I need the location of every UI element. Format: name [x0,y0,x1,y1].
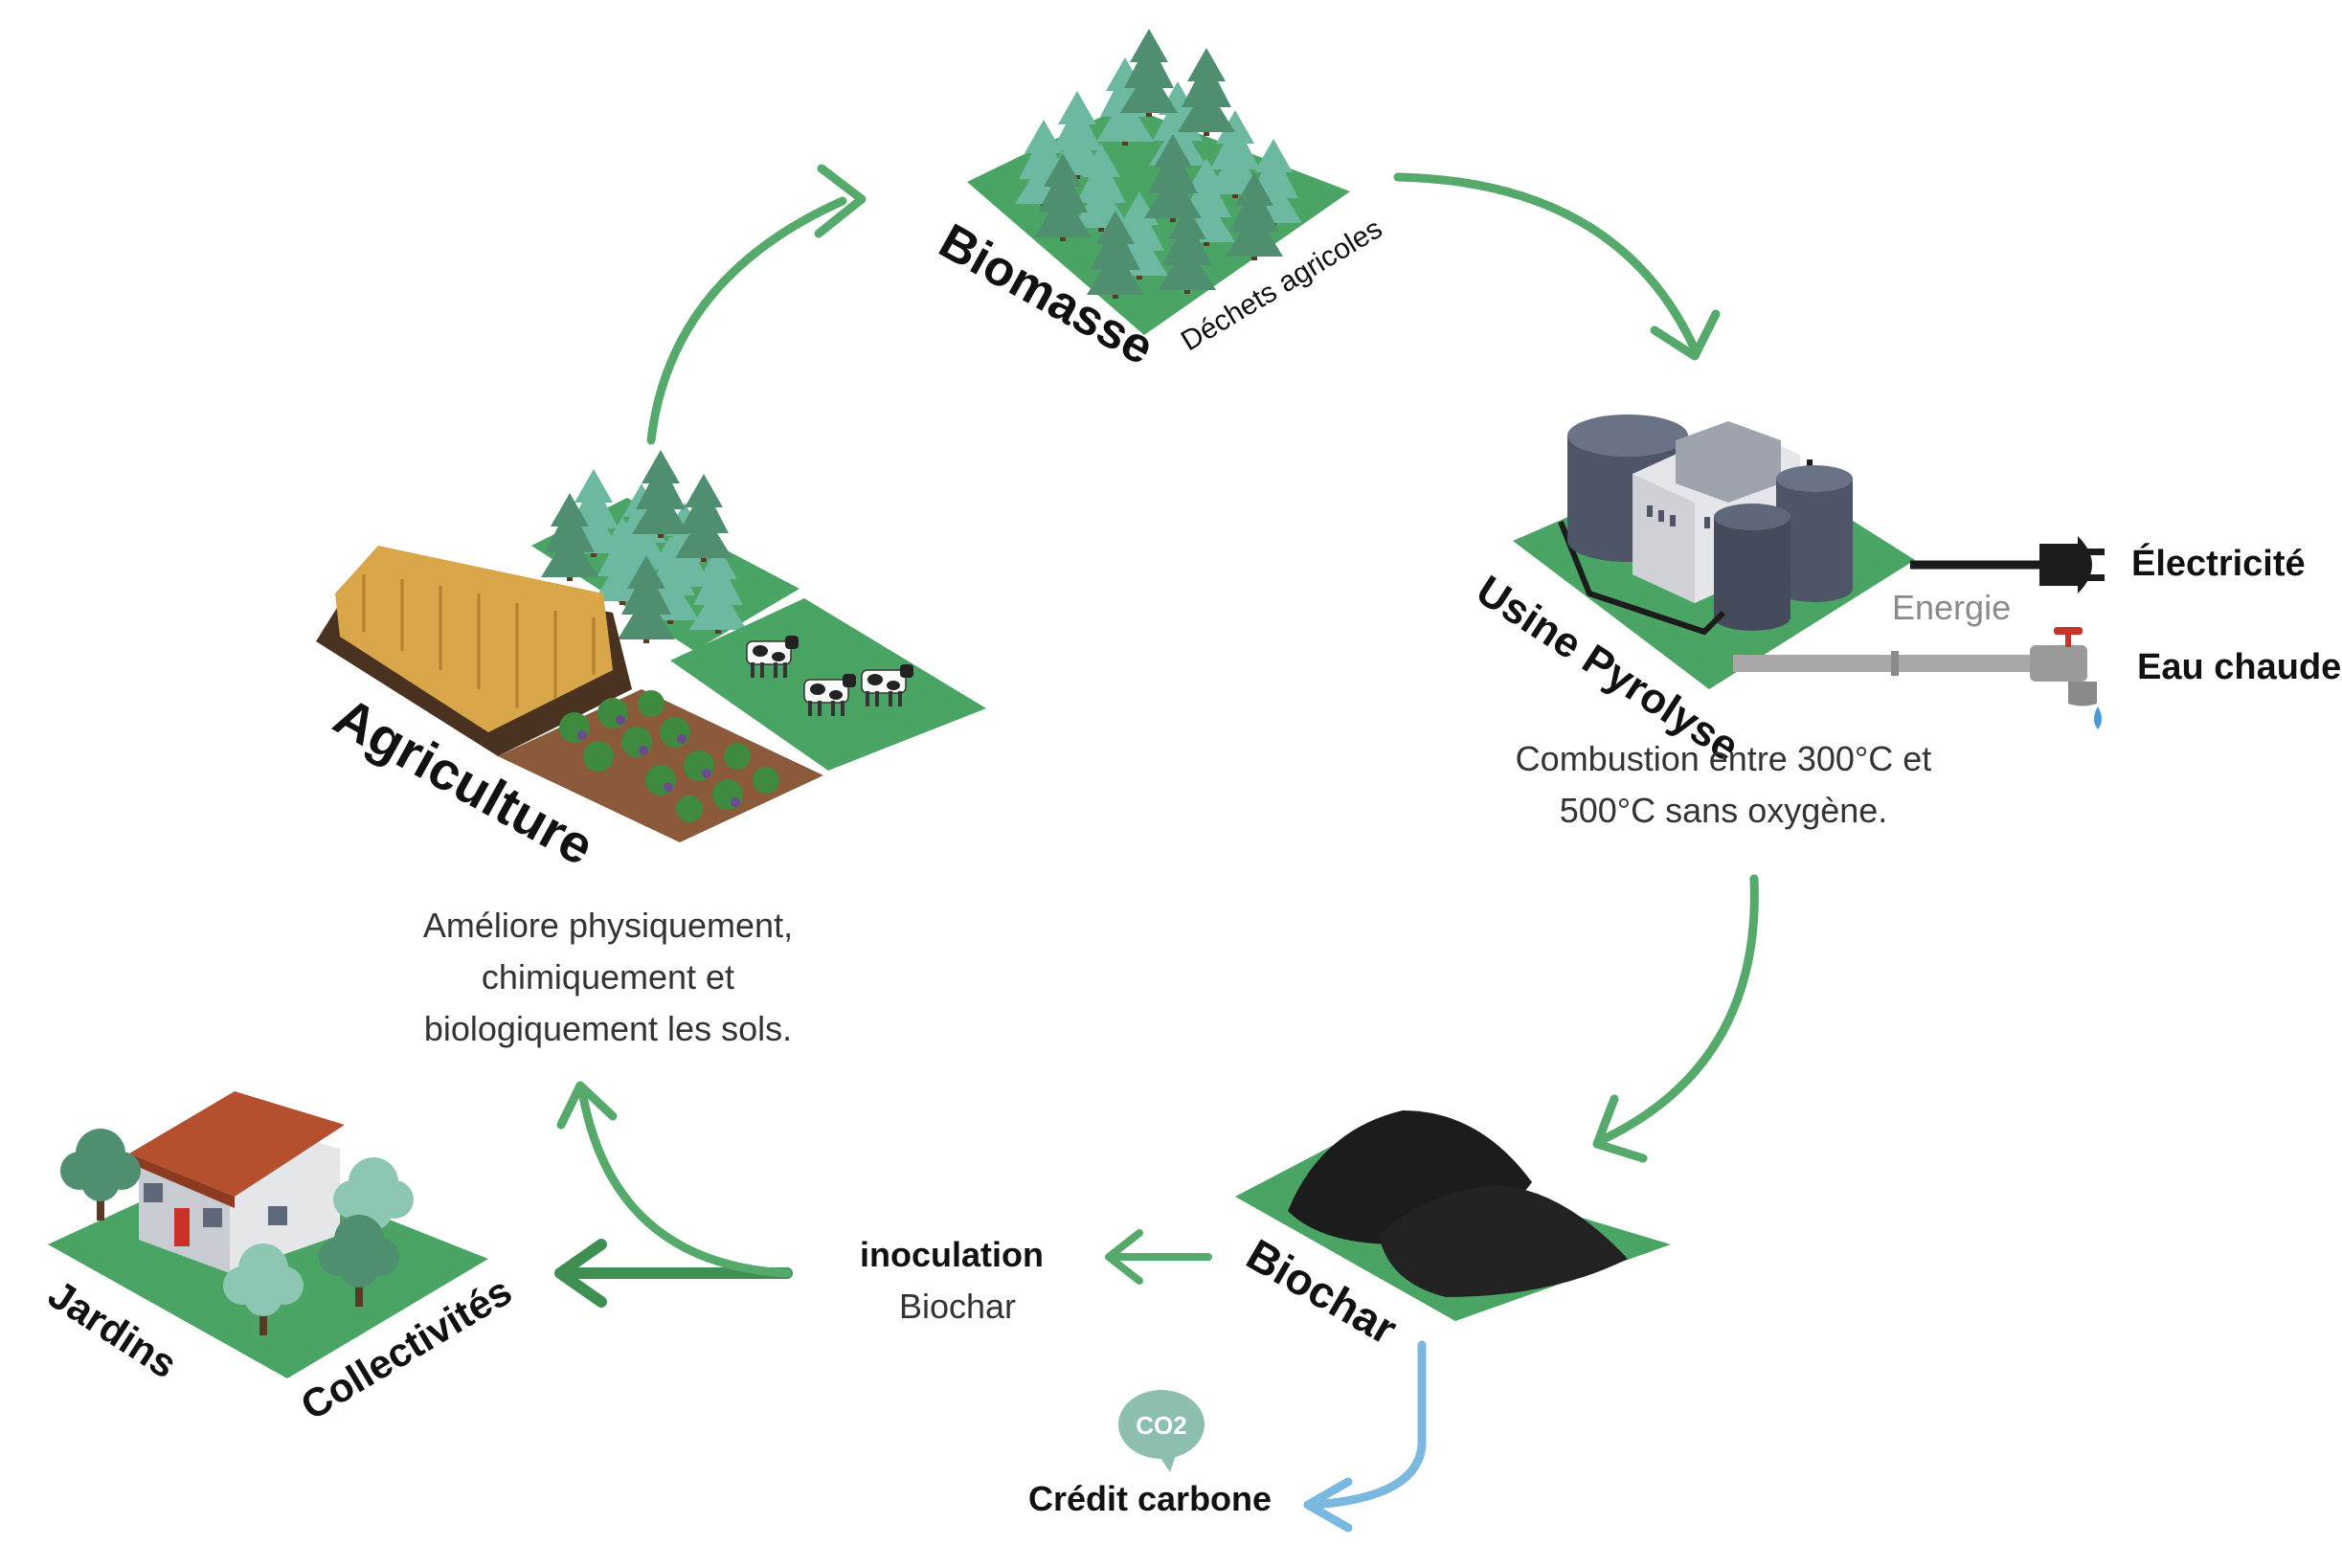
usine-description: Combustion entre 300°C et 500°C sans oxy… [1515,739,1932,830]
arrow-biochar-to-inoculation [1105,1229,1212,1285]
energie-label: Energie [1892,588,2012,627]
co2-label: CO2 [1136,1411,1186,1440]
inoculation-biochar-label: Biochar [898,1287,1017,1326]
pyrolysis-plant-icon [1513,414,1915,689]
faucet-icon [1733,627,2102,729]
electricite-label: Électricité [2131,544,2306,584]
arrow-inoculation-to-agriculture [556,1081,792,1278]
plug-icon [1910,536,2105,594]
inoculation-label: inoculation [860,1235,1044,1274]
forest-icon [967,29,1350,335]
biochar-pile-icon [1235,1110,1671,1321]
co2-bubble-icon: CO2 [1118,1390,1205,1472]
eau-chaude-label: Eau chaude [2137,647,2342,687]
house-icon [48,1091,488,1378]
farm-icon [316,450,986,842]
agriculture-description: Améliore physiquement, chimiquement et b… [422,906,794,1048]
credit-carbone-label: Crédit carbone [1028,1479,1272,1518]
arrow-biomasse-to-usine [1393,172,1721,361]
arrow-usine-to-biochar [1592,874,1759,1163]
arrow-agriculture-to-biomasse [646,164,867,445]
arrow-biochar-to-credit-carbone [1303,1340,1427,1533]
